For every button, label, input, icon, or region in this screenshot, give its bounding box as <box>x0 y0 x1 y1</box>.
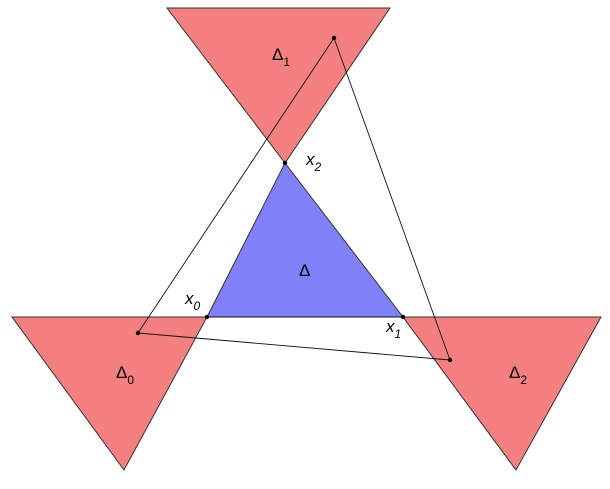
triangle-delta-1 <box>165 7 391 164</box>
label-x2-main: x <box>305 150 315 169</box>
point-x1 <box>400 314 406 320</box>
label-delta-1-main: Δ <box>272 45 283 64</box>
label-x0-main: x <box>184 289 194 308</box>
triangle-delta-2 <box>402 316 602 471</box>
label-delta-0-main: Δ <box>116 363 127 382</box>
label-delta-2-main: Δ <box>509 363 520 382</box>
label-x1-sub: 1 <box>395 327 402 341</box>
path-inner-to-delta0 <box>137 37 335 334</box>
label-x1: x1 <box>385 317 401 341</box>
label-x0-sub: 0 <box>194 299 201 313</box>
label-delta-2-sub: 2 <box>520 373 527 387</box>
point-delta0 <box>135 330 141 336</box>
triangle-delta-0 <box>11 316 208 471</box>
point-x0 <box>204 314 210 320</box>
label-delta: Δ <box>299 261 310 280</box>
point-x2 <box>282 160 288 166</box>
path-delta0-to-delta2 <box>137 332 451 361</box>
label-delta-0-sub: 0 <box>127 373 134 387</box>
point-delta2 <box>447 357 453 363</box>
path-delta1-to-delta2 <box>333 37 451 361</box>
label-delta-0: Δ0 <box>116 363 134 387</box>
point-delta1 <box>331 35 337 41</box>
label-delta-1-sub: 1 <box>283 55 290 69</box>
triangle-delta <box>206 162 405 318</box>
label-delta-2: Δ2 <box>509 363 527 387</box>
label-x2-sub: 2 <box>314 160 322 174</box>
label-x0: x0 <box>184 289 201 313</box>
label-x2: x2 <box>305 150 322 174</box>
label-delta-1: Δ1 <box>272 45 290 69</box>
label-x1-main: x <box>385 317 395 336</box>
